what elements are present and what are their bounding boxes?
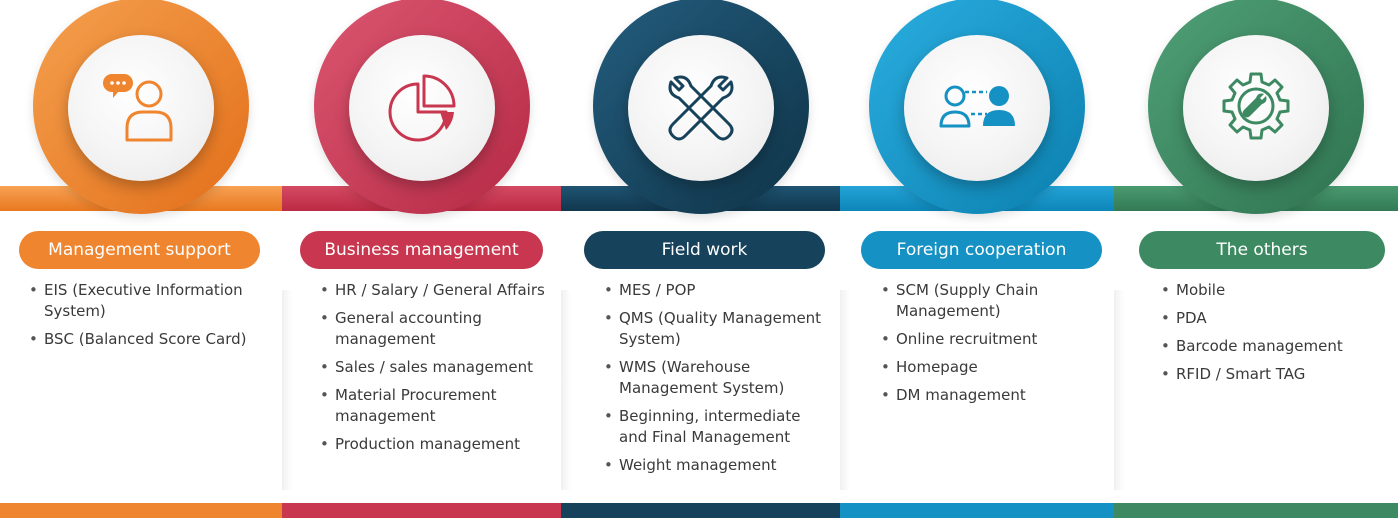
list-item: Homepage bbox=[880, 357, 1105, 378]
item-list: SCM (Supply Chain Management) Online rec… bbox=[880, 280, 1105, 413]
column-foreign-cooperation: Foreign cooperation SCM (Supply Chain Ma… bbox=[840, 0, 1114, 518]
divider-shadow bbox=[840, 290, 850, 490]
icon-circle bbox=[627, 35, 774, 181]
column-title-pill: Business management bbox=[300, 231, 543, 269]
list-item: QMS (Quality Management System) bbox=[603, 308, 828, 350]
gear-wrench-icon bbox=[1222, 72, 1290, 140]
column-title-pill: Field work bbox=[584, 231, 825, 269]
person-speech-icon bbox=[103, 74, 173, 142]
divider-shadow bbox=[1114, 290, 1124, 490]
list-item: Mobile bbox=[1160, 280, 1385, 301]
item-list: MES / POP QMS (Quality Management System… bbox=[603, 280, 828, 483]
item-list: Mobile PDA Barcode management RFID / Sma… bbox=[1160, 280, 1385, 392]
list-item: DM management bbox=[880, 385, 1105, 406]
icon-circle bbox=[348, 35, 495, 181]
list-item: HR / Salary / General Affairs bbox=[319, 280, 555, 301]
icon-circle bbox=[1183, 35, 1329, 181]
list-item: PDA bbox=[1160, 308, 1385, 329]
list-item: MES / POP bbox=[603, 280, 828, 301]
column-business-management: Business management HR / Salary / Genera… bbox=[282, 0, 561, 518]
list-item: General accounting management bbox=[319, 308, 555, 350]
list-item: Production management bbox=[319, 434, 555, 455]
divider-shadow bbox=[282, 290, 292, 490]
bottom-band bbox=[840, 503, 1114, 518]
list-item: Barcode management bbox=[1160, 336, 1385, 357]
crossed-wrenches-icon bbox=[668, 75, 733, 141]
item-list: EIS (Executive Information System) BSC (… bbox=[28, 280, 268, 357]
column-the-others: The others Mobile PDA Barcode management… bbox=[1114, 0, 1398, 518]
list-item: WMS (Warehouse Management System) bbox=[603, 357, 828, 399]
divider-shadow bbox=[561, 290, 571, 490]
item-list: HR / Salary / General Affairs General ac… bbox=[319, 280, 555, 462]
bottom-band bbox=[0, 503, 282, 518]
list-item: EIS (Executive Information System) bbox=[28, 280, 268, 322]
column-title-pill: Foreign cooperation bbox=[861, 231, 1102, 269]
list-item: Online recruitment bbox=[880, 329, 1105, 350]
column-title-pill: Management support bbox=[19, 231, 260, 269]
list-item: RFID / Smart TAG bbox=[1160, 364, 1385, 385]
icon-circle bbox=[904, 35, 1050, 181]
column-management-support: Management support EIS (Executive Inform… bbox=[0, 0, 282, 518]
pie-chart-icon bbox=[388, 74, 455, 142]
bottom-band bbox=[282, 503, 561, 518]
column-field-work: Field work MES / POP QMS (Quality Manage… bbox=[561, 0, 840, 518]
list-item: BSC (Balanced Score Card) bbox=[28, 329, 268, 350]
column-title-pill: The others bbox=[1139, 231, 1385, 269]
list-item: Sales / sales management bbox=[319, 357, 555, 378]
list-item: Weight management bbox=[603, 455, 828, 476]
bottom-band bbox=[561, 503, 840, 518]
icon-circle bbox=[68, 35, 214, 181]
bottom-band bbox=[1114, 503, 1398, 518]
two-people-icon bbox=[939, 85, 1015, 128]
list-item: SCM (Supply Chain Management) bbox=[880, 280, 1105, 322]
list-item: Beginning, intermediate and Final Manage… bbox=[603, 406, 828, 448]
list-item: Material Procurement management bbox=[319, 385, 555, 427]
